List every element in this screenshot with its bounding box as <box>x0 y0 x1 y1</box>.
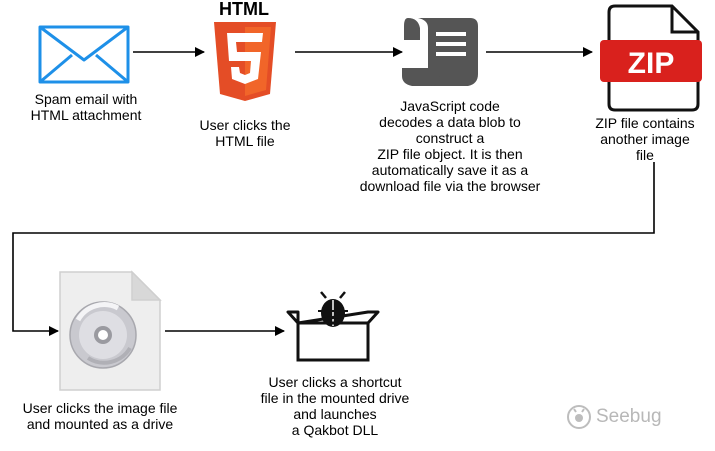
bug-box-icon <box>286 291 380 362</box>
envelope-icon <box>38 25 130 84</box>
watermark-text: Seebug <box>596 406 662 427</box>
label-image-file: User clicks the image file and mounted a… <box>22 400 178 432</box>
zip-icon-text: ZIP <box>628 47 675 80</box>
label-html-file: User clicks the HTML file <box>199 117 291 149</box>
seebug-logo-icon <box>567 405 591 429</box>
arrows <box>12 47 655 336</box>
seebug-watermark: Seebug <box>566 404 662 430</box>
label-qakbot-dll: User clicks a shortcut file in the mount… <box>260 374 410 438</box>
disc-image-icon <box>59 270 162 391</box>
label-spam-email: Spam email with HTML attachment <box>30 91 142 123</box>
html5-icon-text: HTML <box>219 0 269 19</box>
zip-file-icon: ZIP <box>600 4 702 112</box>
script-scroll-icon <box>402 18 478 86</box>
label-javascript-code: JavaScript code decodes a data blob to c… <box>359 98 541 194</box>
arrow-zip-to-image <box>12 162 655 336</box>
label-zip-file: ZIP file contains another image file <box>595 115 695 163</box>
html5-icon: HTML <box>214 0 276 101</box>
